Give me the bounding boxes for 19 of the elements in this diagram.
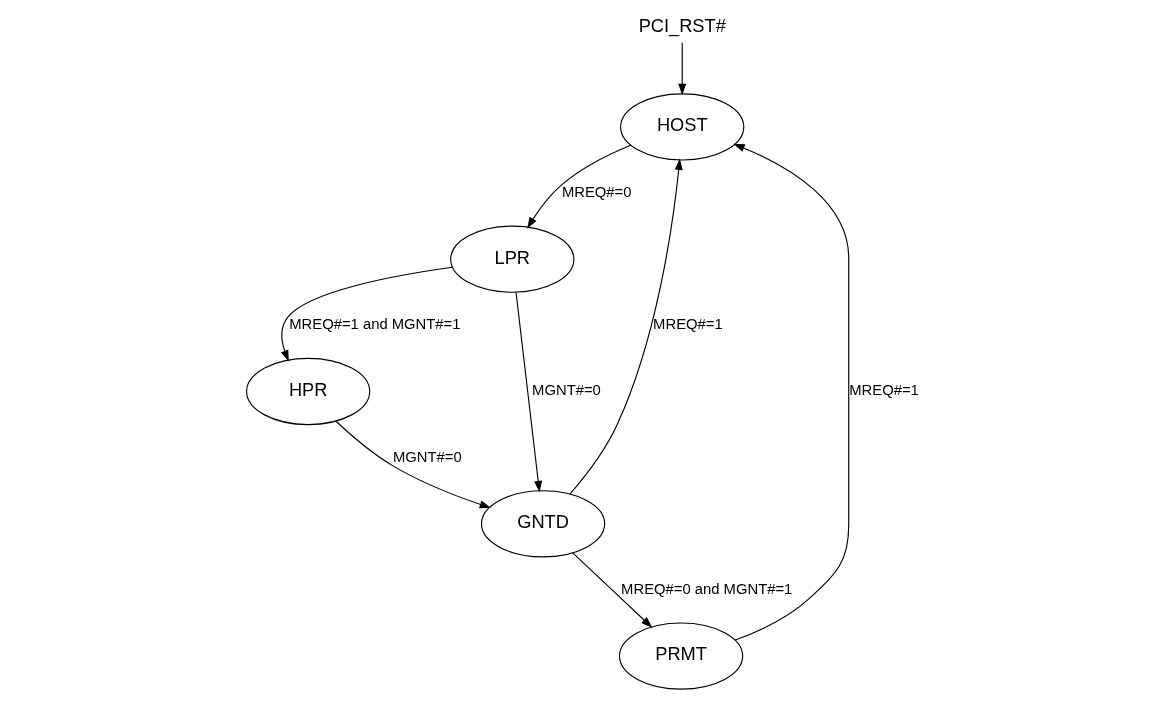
node-ellipse: LPR: [449, 225, 574, 293]
arrow: [515, 291, 542, 493]
node-ellipse: PRMT: [618, 622, 743, 690]
edge-label: MREQ#=1: [652, 316, 723, 333]
arrow: [677, 42, 686, 96]
arrow: [280, 266, 453, 362]
arrow: [732, 143, 849, 641]
arrow: [334, 420, 491, 509]
edge-label: MREQ#=1 and MGNT#=1: [288, 316, 460, 333]
node-ellipse: HPR: [245, 357, 370, 426]
edge-label: MREQ#=1: [848, 382, 919, 399]
node-text: PCI_RST#: [638, 15, 726, 37]
arrow: [569, 158, 683, 495]
edge-label: MGNT#=0: [531, 382, 601, 399]
edge-label: MGNT#=0: [392, 448, 462, 465]
arrow: [571, 552, 652, 628]
edge-label: MREQ#=0: [561, 183, 631, 200]
arrow: [526, 144, 631, 229]
edge-label: MREQ#=0 and MGNT#=1: [620, 580, 792, 597]
